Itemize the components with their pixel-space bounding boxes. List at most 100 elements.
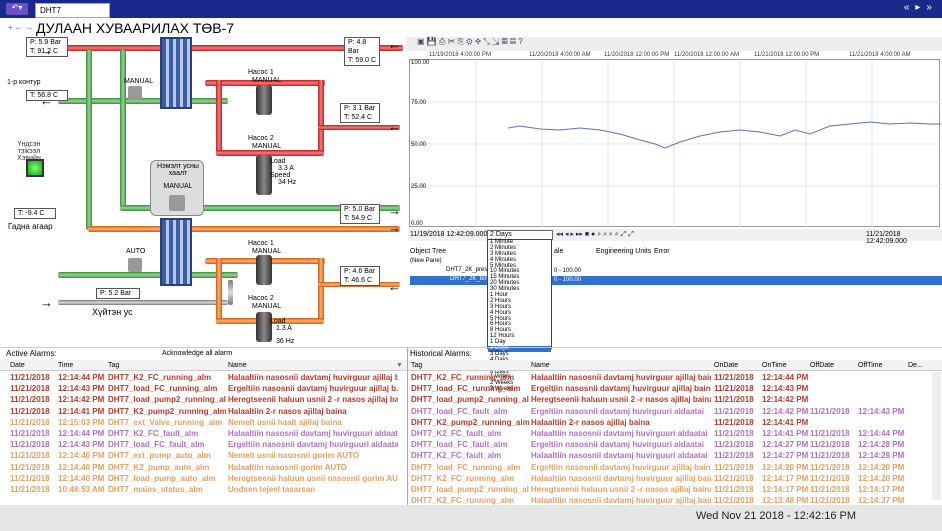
playback-controls[interactable]: ◂◂ ◂ ▸ ▸▸ ■ ● ⌕ ⌕ ⌕ ⌕ ⤢ ⤢ <box>556 231 634 238</box>
history-cell: 11/21/2018 <box>810 496 850 506</box>
range-option[interactable]: 4 Minutes <box>490 256 517 263</box>
pump1-bot-icon[interactable] <box>256 255 272 285</box>
tree-pane[interactable]: (New Pane) <box>410 258 442 264</box>
hcol-ontime[interactable]: OnTime <box>762 362 787 369</box>
pipe-orange-top <box>88 226 400 232</box>
hcol-desc[interactable]: De... <box>908 362 923 369</box>
pump1-top-icon[interactable] <box>256 85 272 115</box>
history-cell: DHT7_load_pump2_running_alm <box>411 395 529 405</box>
speed-1-label: Speed <box>270 172 291 179</box>
valve-2-icon[interactable] <box>128 258 142 272</box>
range-option[interactable]: 2 Weeks <box>490 380 514 387</box>
range-option[interactable]: 3 Minutes <box>490 250 517 257</box>
window-controls[interactable]: «▸» <box>903 2 938 13</box>
range-option[interactable]: 3 Weeks <box>490 386 514 393</box>
valve-1-icon[interactable] <box>128 86 142 100</box>
range-option[interactable]: 4 Hours <box>490 309 512 316</box>
pipe-loop-red-left <box>216 80 222 155</box>
app-menu-icon[interactable]: ↶▾ <box>6 3 28 15</box>
col-error: Error <box>654 248 670 255</box>
alarm-cell: Heregtseenii haluun usnii nasosnii gorim… <box>228 473 398 483</box>
range-option[interactable]: 2 Minutes <box>490 244 517 251</box>
range-option[interactable]: 5 Minutes <box>490 262 517 269</box>
range-option[interactable]: 5 Hours <box>490 315 512 322</box>
range-option[interactable]: 20 Minutes <box>490 280 520 287</box>
chart-toolbar[interactable]: ▣ 💾 ⎙ ✂ ⎘ ⚙ ✥ ⤡ ⇲ ▦ ▤ ? <box>407 37 942 51</box>
col-tag[interactable]: Tag <box>108 362 120 369</box>
range-option[interactable]: 1 Hour <box>490 292 509 299</box>
history-cell: 12:14:27 PM <box>762 440 808 450</box>
alarm-cell: DHT7_ext_Valve_running_alm <box>108 417 223 427</box>
range-option[interactable]: 6 Hours <box>490 321 512 328</box>
col-date[interactable]: Date <box>10 362 25 369</box>
tree-row-1[interactable]: DHT7_2K_pres <box>410 267 552 276</box>
nav-arrows[interactable]: + ← → <box>8 23 34 32</box>
aux-valve-panel[interactable]: Нэмэлт усны хаалт MANUAL <box>150 160 204 216</box>
range-option[interactable]: 4 Days <box>488 357 551 364</box>
alarm-cell: 11/21/2018 <box>10 417 50 427</box>
history-cell: 11/21/2018 <box>810 462 850 472</box>
alarm-cell: DHT7_K2_FC_fault_alm <box>108 428 199 438</box>
hcol-offtime[interactable]: OffTime <box>858 362 883 369</box>
col-name[interactable]: Name <box>228 362 247 369</box>
range-option[interactable]: 10 Minutes <box>490 268 520 275</box>
range-option[interactable]: 15 Minutes <box>490 274 520 281</box>
hcol-offdate[interactable]: OffDate <box>810 362 834 369</box>
pump2-bot-icon[interactable] <box>256 312 272 342</box>
alarm-cell: 12:14:43 PM <box>58 384 105 394</box>
alarm-cell: 11/21/2018 <box>10 384 50 394</box>
page-title: ДУЛААН ХУВААРИЛАХ ТӨВ-7 <box>36 20 235 36</box>
range-option[interactable]: 1 Day <box>490 339 506 346</box>
range-option[interactable]: 2 Hours <box>490 297 512 304</box>
range-option[interactable]: 30 Minutes <box>490 286 520 293</box>
range-option[interactable]: 3 Days <box>490 350 509 357</box>
y-tick-50: 50.00 <box>411 142 427 148</box>
range-option[interactable]: 2 Days <box>488 345 551 352</box>
hcol-ondate[interactable]: OnDate <box>714 362 739 369</box>
history-cell: 11/21/2018 <box>714 384 754 394</box>
ack-all-button[interactable]: Acknowledge all alarm <box>162 350 233 357</box>
filter-icon[interactable]: ▼ <box>396 362 403 369</box>
end-time[interactable]: 11/21/2018 12:42:09.000 <box>866 231 907 245</box>
start-time[interactable]: 11/19/2018 12:42:09.000 <box>410 231 488 238</box>
range-option[interactable]: 1 Week <box>490 374 511 381</box>
range-option[interactable]: 1 Minute <box>490 239 514 245</box>
range-option[interactable]: 8 Hours <box>490 327 512 334</box>
col-time[interactable]: Time <box>58 362 74 369</box>
range-option[interactable]: 3 Hours <box>490 303 512 310</box>
tree-row-2[interactable]: DHT7_2K_temp <box>410 276 942 285</box>
hcol-name[interactable]: Name <box>531 362 550 369</box>
range-option[interactable]: 6 Days <box>490 368 509 375</box>
range-option[interactable]: 12 Hours <box>490 333 515 340</box>
tab-dht7[interactable]: DHT7 <box>35 3 110 18</box>
pump2-top-icon[interactable] <box>256 155 272 195</box>
hcol-tag[interactable]: Tag <box>411 362 423 369</box>
trend-plot[interactable]: 100.00 75.00 50.00 25.00 0.00 <box>409 59 941 228</box>
historical-scrollbar[interactable] <box>932 372 941 500</box>
